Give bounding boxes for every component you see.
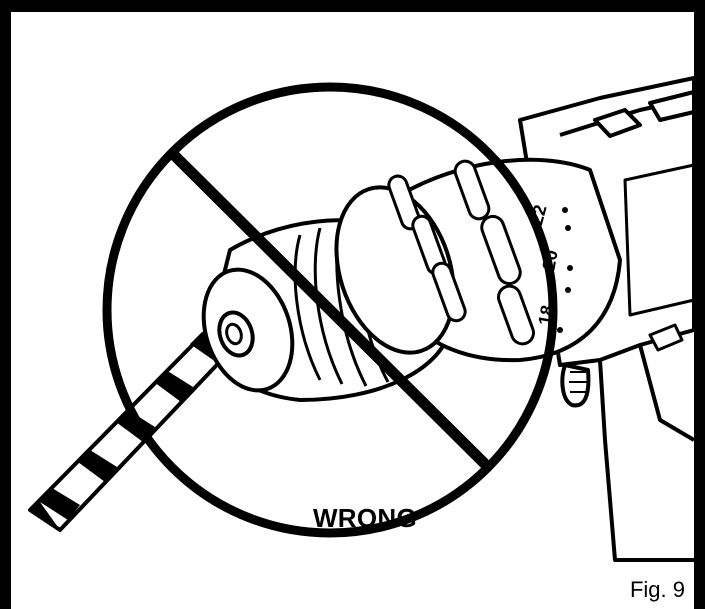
prohibition-icon bbox=[102, 82, 558, 538]
wrong-label: WRONG bbox=[312, 503, 418, 533]
figure-caption: Fig. 9 bbox=[629, 577, 685, 602]
clutch-collar bbox=[334, 157, 622, 363]
